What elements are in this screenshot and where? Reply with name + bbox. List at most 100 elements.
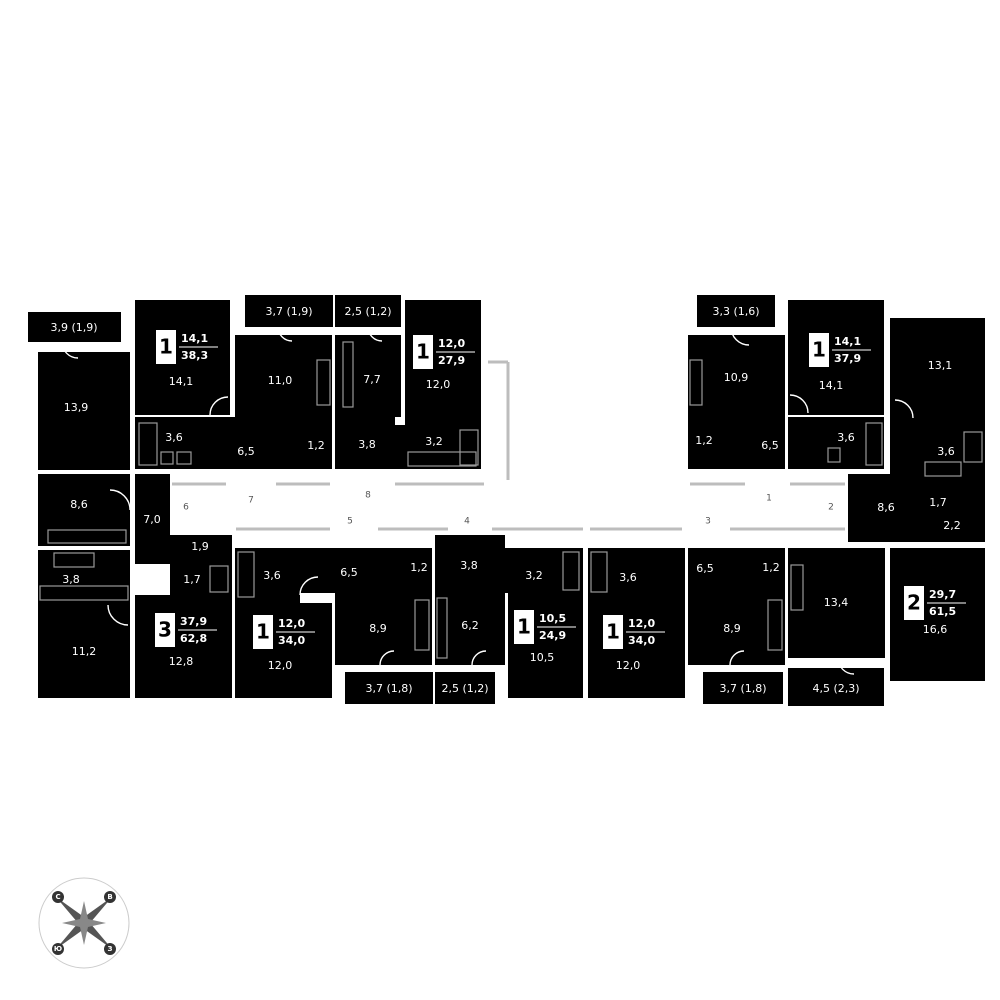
balcony-8[interactable] — [788, 668, 884, 706]
room-area: 3,8 — [358, 438, 376, 451]
badge-rooms: 1 — [517, 615, 531, 639]
room-area: 6,5 — [761, 439, 779, 452]
badge-rooms: 1 — [256, 620, 270, 644]
corridor-1-9[interactable] — [170, 535, 232, 565]
corridor-number: 7 — [248, 496, 254, 506]
room-area: 10,9 — [724, 371, 749, 384]
room-12-0-b2[interactable] — [588, 596, 685, 698]
balcony-3[interactable] — [335, 295, 401, 327]
balcony-label: 3,7 (1,8) — [719, 682, 766, 695]
corridor-numbers: 6 7 8 5 4 3 1 2 — [183, 491, 834, 527]
hall-6-5-a[interactable] — [197, 417, 300, 469]
bath-3-8-b[interactable] — [38, 550, 130, 602]
room-area: 13,4 — [824, 596, 849, 609]
balcony-label: 2,5 (1,2) — [344, 305, 391, 318]
balcony-7[interactable] — [703, 672, 783, 704]
corridor-2-2[interactable] — [908, 512, 985, 542]
room-area: 11,2 — [72, 645, 97, 658]
badge-living: 12,0 — [438, 337, 465, 350]
room-14-1-right[interactable] — [788, 300, 884, 415]
badge-rooms: 3 — [158, 618, 172, 642]
balcony-4[interactable] — [697, 295, 775, 327]
apartment-badge[interactable]: 2 29,7 61,5 — [904, 586, 966, 620]
compass-south: Ю — [54, 945, 62, 953]
wc-1-7-b[interactable] — [908, 482, 985, 512]
room-12-8[interactable] — [135, 595, 232, 698]
hall-3-6-c[interactable] — [890, 420, 985, 482]
compass-north: С — [55, 893, 60, 901]
hall-8-6-b[interactable] — [848, 474, 908, 542]
corridor-walls — [172, 360, 845, 531]
bath-3-2-b[interactable] — [505, 548, 583, 593]
bath-3-2-a[interactable] — [395, 425, 481, 469]
room-area: 3,8 — [460, 559, 478, 572]
room-area: 16,6 — [923, 623, 948, 636]
balcony-5[interactable] — [345, 672, 433, 704]
apartment-badge[interactable]: 1 12,0 34,0 — [603, 615, 665, 649]
kitchen-8-6-a[interactable] — [38, 474, 130, 546]
apartment-badge[interactable]: 1 14,1 38,3 — [156, 330, 218, 364]
apartment-badge[interactable]: 1 14,1 37,9 — [809, 333, 871, 367]
room-area: 3,8 — [62, 573, 80, 586]
kitchen-11-0[interactable] — [235, 335, 332, 417]
wc-1-2-b[interactable] — [688, 417, 720, 469]
hall-7-0[interactable] — [135, 474, 170, 564]
balcony-1[interactable] — [28, 312, 121, 342]
room-13-9[interactable] — [38, 352, 130, 470]
room-area: 6,5 — [696, 562, 714, 575]
badge-total: 37,9 — [834, 352, 861, 365]
room-11-2[interactable] — [38, 602, 130, 698]
room-area: 12,0 — [616, 659, 641, 672]
room-area: 2,2 — [943, 519, 961, 532]
apartment-badge[interactable]: 3 37,9 62,8 — [155, 613, 217, 647]
kitchen-8-9-a[interactable] — [335, 593, 432, 665]
room-area: 12,0 — [268, 659, 293, 672]
hall-6-5-b[interactable] — [720, 417, 785, 469]
badge-total: 27,9 — [438, 354, 465, 367]
wc-1-2-c[interactable] — [400, 548, 432, 593]
badge-living: 10,5 — [539, 612, 566, 625]
kitchen-10-9[interactable] — [688, 335, 785, 417]
room-area: 1,2 — [762, 561, 780, 574]
room-12-0-b1[interactable] — [235, 603, 332, 698]
badge-living: 29,7 — [929, 588, 956, 601]
compass-west: З — [108, 945, 113, 953]
wc-1-2-d[interactable] — [753, 548, 785, 593]
bath-3-6-e[interactable] — [588, 548, 685, 596]
room-area: 1,7 — [183, 573, 201, 586]
apartment-badge[interactable]: 1 12,0 27,9 — [413, 335, 475, 369]
room-area: 11,0 — [268, 374, 293, 387]
balcony-6[interactable] — [435, 672, 495, 704]
room-area: 1,2 — [307, 439, 325, 452]
balcony-labels: 3,9 (1,9) 3,7 (1,9) 2,5 (1,2) 3,3 (1,6) … — [50, 305, 859, 695]
badge-total: 24,9 — [539, 629, 566, 642]
wc-1-7-a[interactable] — [170, 565, 232, 595]
wc-1-2-a[interactable] — [300, 417, 332, 469]
hall-3-8-c[interactable] — [435, 535, 505, 593]
room-area: 7,7 — [363, 373, 381, 386]
room-area: 3,6 — [165, 431, 183, 444]
kitchen-13-4[interactable] — [788, 548, 885, 658]
room-10-5[interactable] — [508, 593, 583, 698]
room-area: 3,2 — [525, 569, 543, 582]
hall-3-6-b[interactable] — [788, 417, 884, 469]
badge-total: 62,8 — [180, 632, 207, 645]
badge-rooms: 1 — [606, 620, 620, 644]
badge-rooms: 2 — [907, 591, 921, 615]
hall-6-5-c[interactable] — [300, 548, 400, 593]
balcony-2[interactable] — [245, 295, 333, 327]
hall-6-5-d[interactable] — [688, 548, 753, 593]
hall-3-8-a[interactable] — [335, 417, 395, 469]
room-area: 12,0 — [426, 378, 451, 391]
kitchen-7-7[interactable] — [335, 335, 401, 417]
badge-rooms: 1 — [416, 340, 430, 364]
corridor-number: 4 — [464, 517, 470, 527]
apartment-badge[interactable]: 1 10,5 24,9 — [514, 610, 576, 644]
apartment-badge[interactable]: 1 12,0 34,0 — [253, 615, 315, 649]
room-area: 13,1 — [928, 359, 953, 372]
compass-east: В — [107, 893, 112, 901]
badge-rooms: 1 — [812, 338, 826, 362]
bath-3-6-a[interactable] — [135, 417, 197, 469]
room-14-1-left[interactable] — [135, 300, 230, 415]
bath-3-6-d[interactable] — [235, 548, 300, 603]
